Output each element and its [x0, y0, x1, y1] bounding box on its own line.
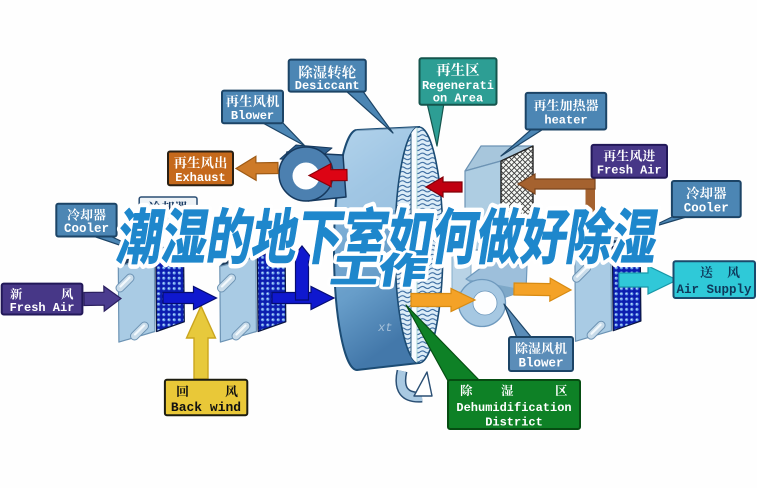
svg-text:District: District [485, 416, 543, 430]
svg-text:Cooler: Cooler [64, 222, 109, 236]
svg-text:Dehumidification: Dehumidification [456, 401, 571, 415]
svg-text:Blower: Blower [518, 357, 563, 371]
svg-text:Exhaust: Exhaust [175, 171, 225, 185]
svg-text:Fresh Air: Fresh Air [10, 301, 75, 315]
svg-text:Fresh Air: Fresh Air [597, 164, 662, 178]
svg-text:Desiccant: Desiccant [295, 79, 360, 93]
svg-text:Blower: Blower [231, 109, 274, 123]
svg-text:Air Supply: Air Supply [676, 283, 752, 297]
svg-text:Regenerati: Regenerati [422, 79, 494, 93]
svg-text:Back wind: Back wind [171, 400, 241, 415]
svg-text:heater: heater [544, 114, 587, 128]
svg-text:Cooler: Cooler [684, 202, 729, 216]
svg-text:xt: xt [377, 321, 392, 335]
svg-text:on Area: on Area [433, 92, 483, 106]
